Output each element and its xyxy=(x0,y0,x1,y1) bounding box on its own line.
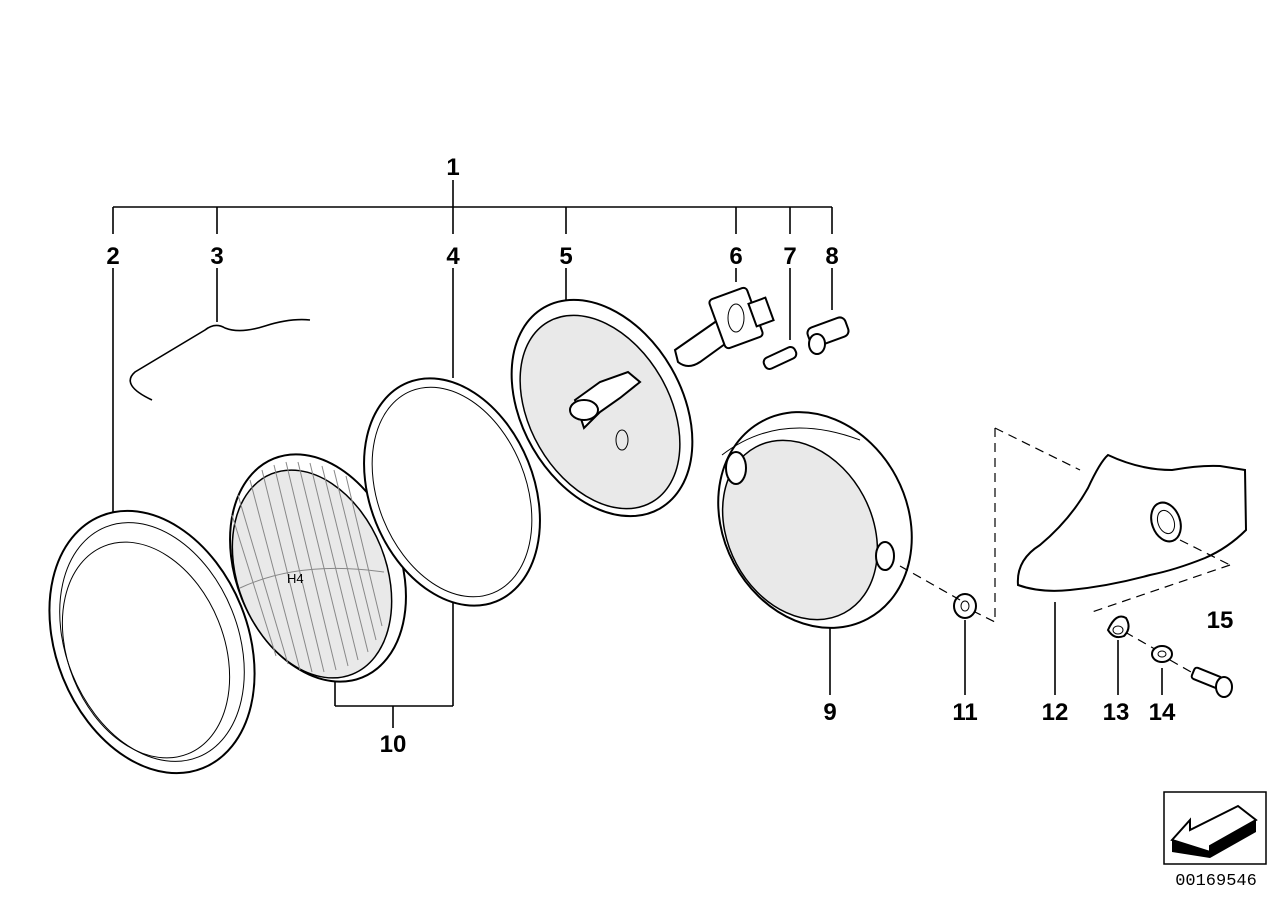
callout-13: 13 xyxy=(1103,699,1130,726)
callout-11: 11 xyxy=(952,699,977,726)
assembly-lines xyxy=(899,427,1231,677)
diagram-number: 00169546 xyxy=(1175,872,1257,891)
callout-15: 15 xyxy=(1207,607,1234,634)
headlight-lens: H4 xyxy=(229,453,407,683)
callout-4: 4 xyxy=(446,243,460,270)
callout-6: 6 xyxy=(729,243,742,270)
reflector xyxy=(510,298,694,518)
screw xyxy=(1190,666,1233,698)
direction-arrow-icon xyxy=(1163,791,1267,865)
headlight-bulb xyxy=(673,286,775,367)
bulb-socket xyxy=(806,316,850,355)
sealing-ring xyxy=(363,377,541,607)
callout-14: 14 xyxy=(1149,699,1176,726)
callout-9: 9 xyxy=(823,699,836,726)
trim-ring xyxy=(48,509,256,775)
leader-lines xyxy=(112,180,1163,728)
callout-10: 10 xyxy=(380,731,407,758)
callout-3: 3 xyxy=(210,243,223,270)
headlight-housing xyxy=(717,411,913,629)
callout-12: 12 xyxy=(1042,699,1069,726)
lens-marking: H4 xyxy=(287,571,304,586)
washer-small xyxy=(1151,645,1173,663)
clip-nut xyxy=(1106,615,1130,639)
callout-8: 8 xyxy=(825,243,838,270)
wire-clip xyxy=(129,318,311,401)
callout-numbers: 1 2 3 4 5 6 7 8 9 10 11 12 13 14 15 xyxy=(106,154,1233,758)
callout-1: 1 xyxy=(446,154,459,181)
callout-5: 5 xyxy=(559,243,572,270)
headlight-holder xyxy=(1016,453,1248,592)
washer xyxy=(953,593,977,619)
callout-2: 2 xyxy=(106,243,119,270)
callout-7: 7 xyxy=(783,243,796,270)
parking-bulb xyxy=(762,346,798,370)
